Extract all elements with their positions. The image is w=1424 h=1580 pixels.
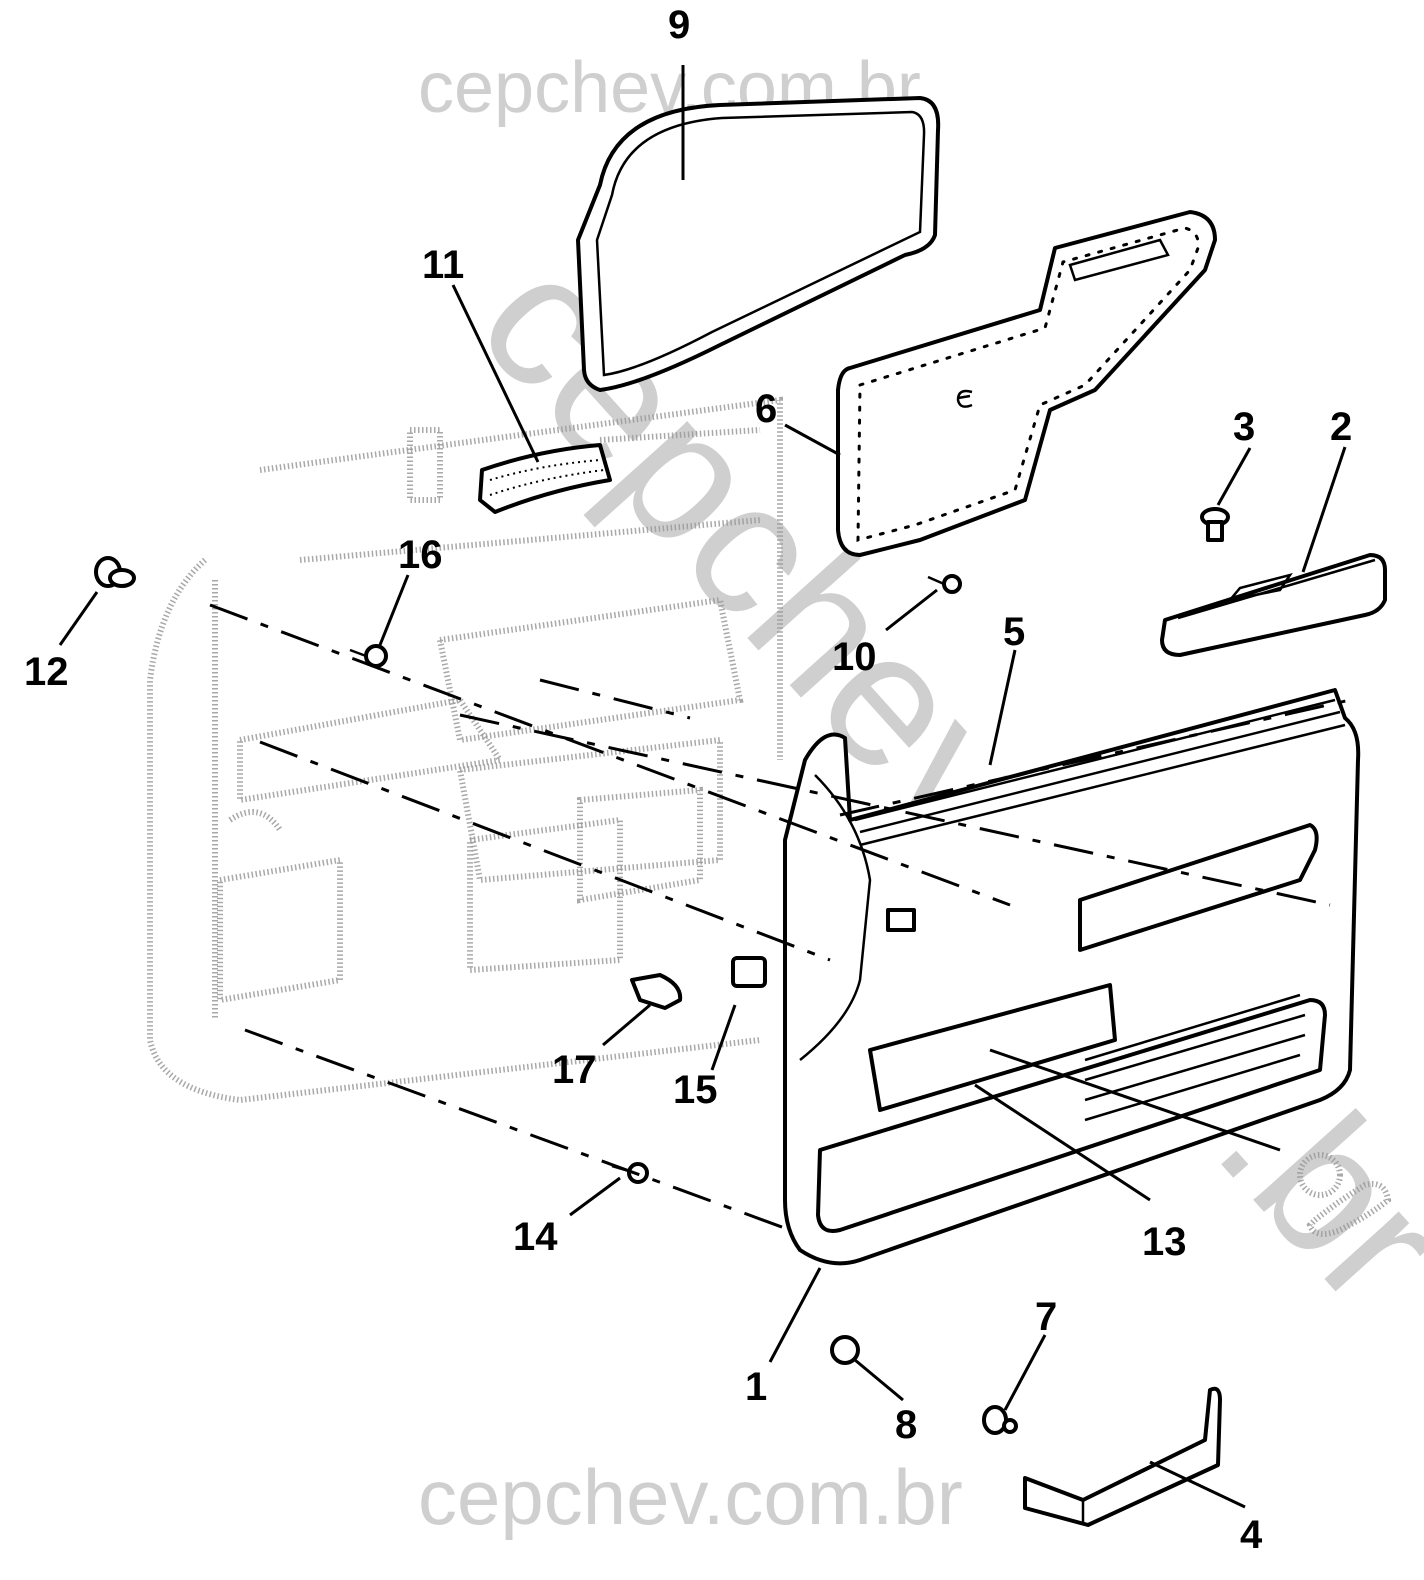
water-deflector-part — [836, 210, 1217, 557]
fasteners — [94, 556, 1392, 1435]
alignment-lines — [209, 603, 1331, 1232]
lower-trim-molding-part — [1023, 1386, 1222, 1527]
callout-10[interactable]: 10 — [832, 635, 877, 679]
callout-4[interactable]: 4 — [1240, 1513, 1263, 1557]
door-screw-part — [349, 644, 388, 668]
callout-17[interactable]: 17 — [552, 1048, 597, 1092]
callout-9[interactable]: 9 — [668, 3, 690, 47]
lock-switch-icon — [886, 908, 916, 932]
callout-labels: 9 11 6 3 2 16 5 12 10 17 15 14 13 1 8 7 … — [24, 3, 1352, 1557]
callout-12[interactable]: 12 — [24, 650, 69, 694]
door-trim-panel-part — [783, 688, 1361, 1266]
window-seal-part — [576, 96, 941, 392]
loose-clip-parts — [1297, 1152, 1392, 1237]
armrest-part — [1160, 553, 1387, 657]
callout-8[interactable]: 8 — [895, 1403, 917, 1447]
callout-15[interactable]: 15 — [673, 1068, 718, 1112]
leader-lines — [58, 65, 1347, 1509]
plug-part — [830, 1335, 860, 1365]
deflector-screw-part — [927, 574, 962, 594]
callout-14[interactable]: 14 — [513, 1215, 558, 1259]
foam-pad-part — [478, 443, 612, 514]
callout-3[interactable]: 3 — [1233, 405, 1255, 449]
callout-6[interactable]: 6 — [755, 387, 777, 431]
clip-part — [630, 973, 683, 1010]
callout-11[interactable]: 11 — [422, 243, 464, 287]
callout-2[interactable]: 2 — [1330, 405, 1352, 449]
callout-13[interactable]: 13 — [1142, 1220, 1187, 1264]
trim-retainer-part — [94, 556, 136, 588]
clip-nut-part — [731, 956, 767, 988]
watermark-bottom: cepchev.com.br — [418, 1453, 963, 1541]
callout-16[interactable]: 16 — [398, 533, 443, 577]
callout-1[interactable]: 1 — [745, 1365, 767, 1409]
callout-7[interactable]: 7 — [1035, 1295, 1057, 1339]
door-inner-panel — [147, 396, 783, 1104]
deflector-mark-icon — [956, 389, 973, 408]
armrest-screw-part — [1200, 507, 1230, 542]
push-pin-part — [982, 1405, 1018, 1435]
callout-5[interactable]: 5 — [1003, 610, 1025, 654]
